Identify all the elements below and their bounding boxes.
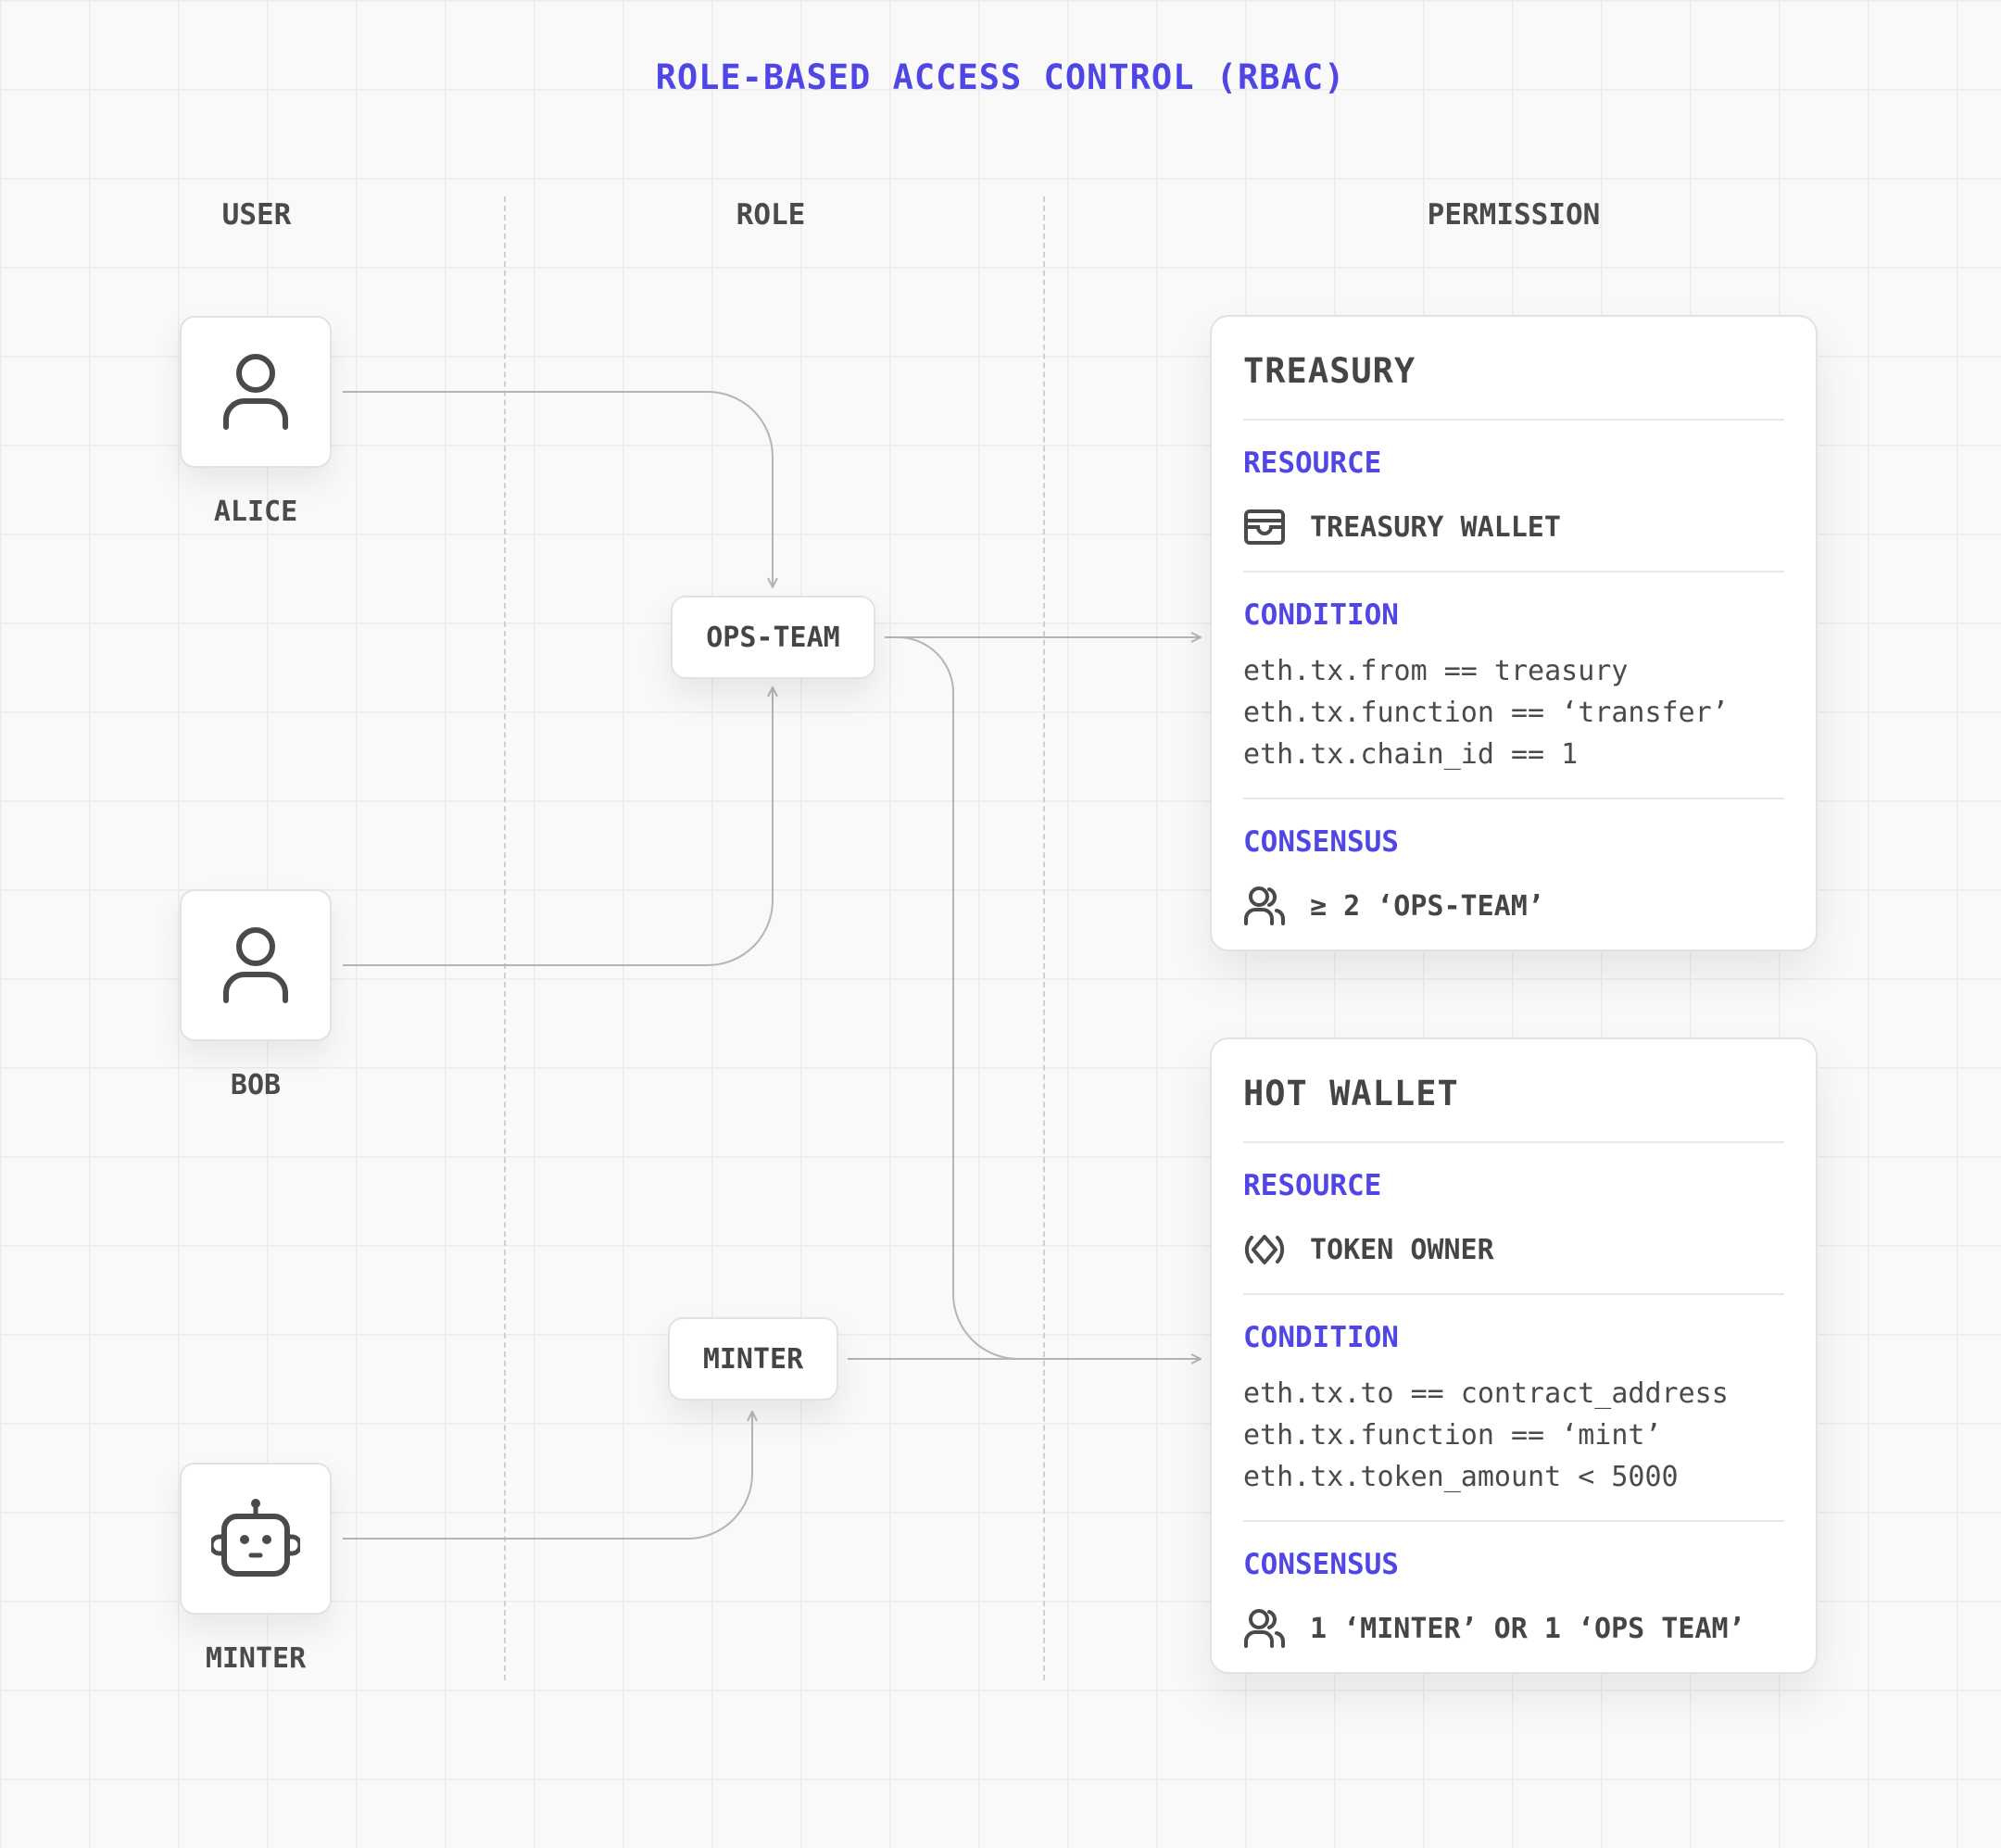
resource-label: RESOURCE (1243, 446, 1382, 480)
user-label-minter: MINTER (205, 1642, 307, 1675)
role-label: OPS-TEAM (706, 621, 840, 654)
permission-title: HOT WALLET (1243, 1039, 1784, 1143)
users-icon (1244, 886, 1285, 925)
condition-line: eth.tx.function == ‘mint’ (1243, 1419, 1662, 1452)
user-card-minter[interactable] (180, 1463, 332, 1615)
condition-section: CONDITION eth.tx.from == treasury eth.tx… (1243, 572, 1784, 799)
users-icon (1244, 1609, 1285, 1648)
role-ops-team[interactable]: OPS-TEAM (671, 596, 875, 679)
condition-label: CONDITION (1243, 598, 1399, 632)
consensus-label: CONSENSUS (1243, 825, 1399, 859)
consensus-value: ≥ 2 ‘OPS-TEAM’ (1310, 889, 1544, 923)
resource-value: TREASURY WALLET (1310, 510, 1561, 544)
resource-label: RESOURCE (1243, 1169, 1382, 1202)
condition-line: eth.tx.token_amount < 5000 (1243, 1461, 1679, 1493)
column-header-permission: PERMISSION (1427, 198, 1601, 232)
permission-card-treasury[interactable]: TREASURY RESOURCE TREASURY WALLET CONDIT… (1210, 315, 1818, 951)
condition-label: CONDITION (1243, 1321, 1399, 1354)
wallet-icon (1244, 509, 1285, 545)
condition-line: eth.tx.function == ‘transfer’ (1243, 697, 1729, 729)
connector-bob-to-ops-team (343, 687, 773, 966)
column-divider-left (504, 196, 506, 1680)
role-minter[interactable]: MINTER (668, 1317, 838, 1401)
connector-minter-user-to-minter-role (343, 1412, 752, 1540)
permission-card-hot-wallet[interactable]: HOT WALLET RESOURCE TOKEN OWNER CONDITIO… (1210, 1037, 1818, 1674)
resource-section: RESOURCE TREASURY WALLET (1243, 421, 1784, 572)
permission-title: TREASURY (1243, 317, 1784, 421)
user-label-alice: ALICE (213, 496, 298, 528)
role-label: MINTER (702, 1342, 804, 1376)
token-icon (1244, 1235, 1285, 1264)
consensus-section: CONSENSUS ≥ 2 ‘OPS-TEAM’ (1243, 799, 1784, 949)
condition-section: CONDITION eth.tx.to == contract_address … (1243, 1295, 1784, 1522)
consensus-section: CONSENSUS 1 ‘MINTER’ OR 1 ‘OPS TEAM’ (1243, 1522, 1784, 1672)
consensus-label: CONSENSUS (1243, 1548, 1399, 1581)
condition-line: eth.tx.from == treasury (1243, 655, 1629, 687)
connector-ops-team-to-hot-wallet (885, 636, 1112, 1360)
user-card-bob[interactable] (180, 889, 332, 1041)
user-icon (223, 927, 288, 1003)
resource-value: TOKEN OWNER (1310, 1233, 1494, 1266)
robot-icon (211, 1499, 300, 1577)
diagram-title: ROLE-BASED ACCESS CONTROL (RBAC) (655, 57, 1346, 97)
column-header-user: USER (221, 198, 292, 232)
condition-line: eth.tx.chain_id == 1 (1243, 738, 1579, 771)
user-card-alice[interactable] (180, 316, 332, 468)
resource-section: RESOURCE TOKEN OWNER (1243, 1143, 1784, 1295)
column-divider-right (1043, 196, 1045, 1680)
connector-alice-to-ops-team (343, 391, 773, 587)
user-icon (223, 354, 288, 430)
condition-line: eth.tx.to == contract_address (1243, 1377, 1729, 1410)
user-label-bob: BOB (230, 1069, 282, 1101)
consensus-value: 1 ‘MINTER’ OR 1 ‘OPS TEAM’ (1310, 1612, 1745, 1645)
column-header-role: ROLE (736, 198, 806, 232)
